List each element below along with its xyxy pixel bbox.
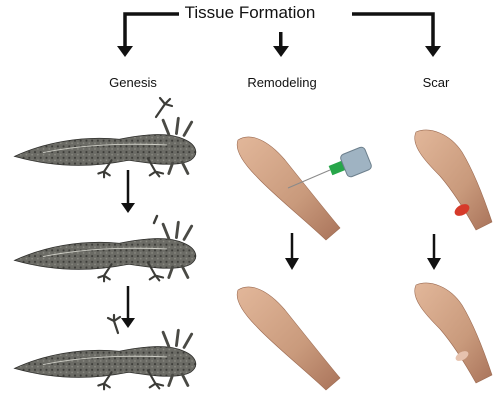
arm-illustration (414, 129, 493, 231)
scar-column (414, 129, 493, 384)
arrowhead-scar (425, 46, 441, 57)
diagram-title: Tissue Formation (0, 3, 500, 23)
arrowhead-remodeling (273, 46, 289, 57)
regenerated-limb (106, 313, 122, 335)
remodeling-column (236, 136, 372, 391)
syringe-icon (287, 146, 372, 189)
label-genesis: Genesis (109, 75, 157, 90)
axolotl-illustration (12, 214, 198, 283)
connector-right (352, 12, 435, 50)
axolotl-illustration (12, 96, 198, 179)
arm-illustration (236, 286, 341, 391)
label-scar: Scar (422, 75, 450, 90)
label-remodeling: Remodeling (247, 75, 317, 90)
title-arrowheads (117, 32, 441, 57)
arm-illustration (236, 136, 341, 241)
title-text: Tissue Formation (178, 3, 322, 22)
arm-illustration (414, 282, 493, 384)
scar-mark (455, 351, 469, 361)
connector-middle (279, 32, 283, 48)
wound-mark (454, 204, 470, 216)
arrowhead-genesis (117, 46, 133, 57)
genesis-column (12, 96, 198, 391)
regrowing-limb (152, 214, 159, 225)
axolotl-illustration (12, 313, 198, 391)
front-limb (154, 96, 174, 119)
